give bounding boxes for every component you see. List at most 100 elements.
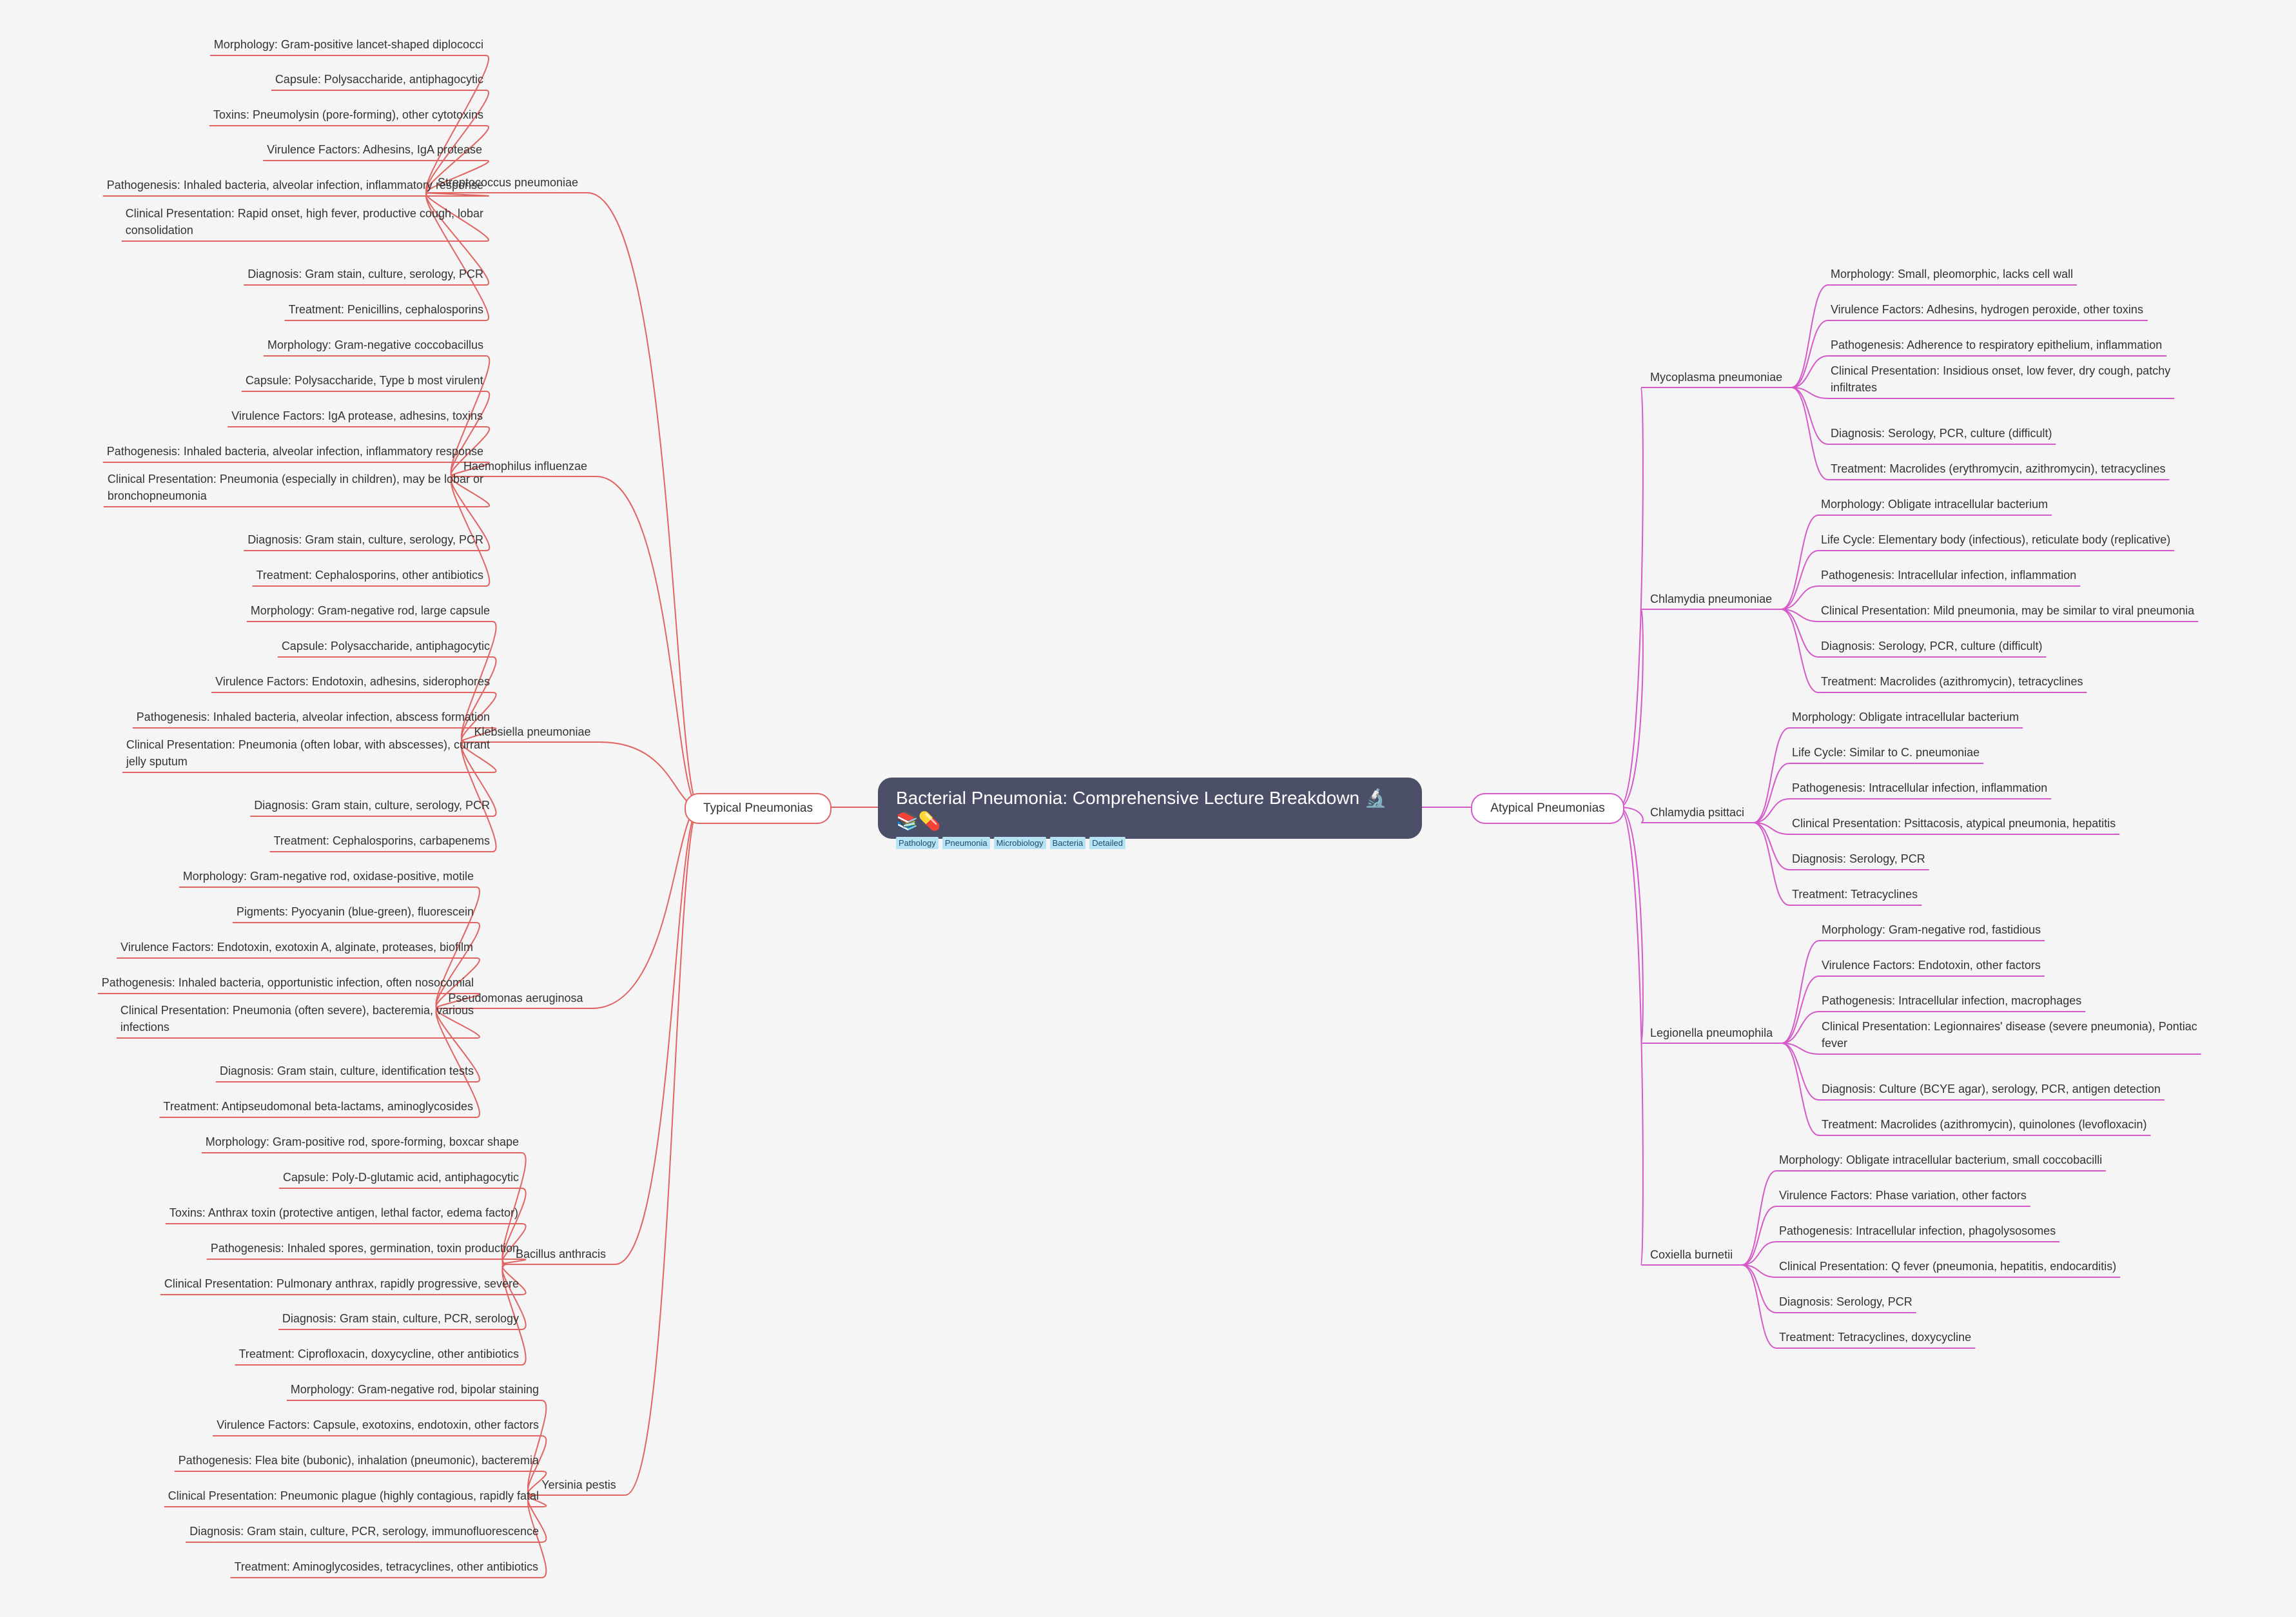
leaf-yersinia-pestis-1[interactable]: Virulence Factors: Capsule, exotoxins, e… (217, 1418, 539, 1431)
leaf-pseudomonas-aeruginosa-4[interactable]: Clinical Presentation: Pneumonia (often … (120, 1004, 474, 1034)
leaf-haemophilus-influenzae-1[interactable]: Capsule: Polysaccharide, Type b most vir… (245, 374, 483, 387)
edge-leaf-haemophilus-influenzae-2 (450, 426, 491, 477)
root-title: Bacterial Pneumonia: Comprehensive Lectu… (896, 788, 1387, 831)
leaf-chlamydia-pneumoniae-4[interactable]: Diagnosis: Serology, PCR, culture (diffi… (1821, 640, 2043, 652)
leaf-chlamydia-psittaci-5[interactable]: Treatment: Tetracyclines (1792, 888, 1918, 901)
leaf-coxiella-burnetii-1[interactable]: Virulence Factors: Phase variation, othe… (1779, 1189, 2027, 1202)
leaf-chlamydia-pneumoniae-0[interactable]: Morphology: Obligate intracellular bacte… (1821, 498, 2048, 511)
edge-leaf-legionella-pneumophila-4 (1782, 1043, 1820, 1101)
leaf-chlamydia-psittaci-1[interactable]: Life Cycle: Similar to C. pneumoniae (1792, 746, 1980, 759)
leaf-mycoplasma-pneumoniae-1[interactable]: Virulence Factors: Adhesins, hydrogen pe… (1831, 303, 2143, 316)
leaf-chlamydia-pneumoniae-3[interactable]: Clinical Presentation: Mild pneumonia, m… (1821, 604, 2195, 617)
leaf-streptococcus-pneumoniae-1[interactable]: Capsule: Polysaccharide, antiphagocytic (275, 73, 483, 86)
leaf-pseudomonas-aeruginosa-1[interactable]: Pigments: Pyocyanin (blue-green), fluore… (236, 905, 474, 918)
edge-typical-pseudomonas-aeruginosa (592, 807, 700, 1009)
leaf-bacillus-anthracis-0[interactable]: Morphology: Gram-positive rod, spore-for… (205, 1135, 519, 1148)
leaf-klebsiella-pneumoniae-3[interactable]: Pathogenesis: Inhaled bacteria, alveolar… (136, 710, 490, 723)
leaf-mycoplasma-pneumoniae-5[interactable]: Treatment: Macrolides (erythromycin, azi… (1831, 462, 2166, 475)
leaf-mycoplasma-pneumoniae-4[interactable]: Diagnosis: Serology, PCR, culture (diffi… (1831, 427, 2052, 440)
tag-pathology[interactable]: Pathology (896, 837, 939, 849)
edge-leaf-chlamydia-psittaci-2 (1753, 798, 1790, 823)
leaf-yersinia-pestis-2[interactable]: Pathogenesis: Flea bite (bubonic), inhal… (178, 1454, 539, 1467)
edge-leaf-coxiella-burnetii-5 (1741, 1264, 1777, 1349)
leaf-klebsiella-pneumoniae-5[interactable]: Diagnosis: Gram stain, culture, serology… (254, 799, 490, 812)
group-yersinia-pestis[interactable]: Yersinia pestis (541, 1478, 616, 1491)
tag-detailed[interactable]: Detailed (1089, 837, 1125, 849)
tag-microbiology[interactable]: Microbiology (993, 837, 1046, 849)
leaf-haemophilus-influenzae-3[interactable]: Pathogenesis: Inhaled bacteria, alveolar… (106, 445, 483, 458)
root-topic[interactable]: Bacterial Pneumonia: Comprehensive Lectu… (878, 778, 1422, 849)
group-haemophilus-influenzae[interactable]: Haemophilus influenzae (463, 460, 588, 473)
leaf-coxiella-burnetii-5[interactable]: Treatment: Tetracyclines, doxycycline (1779, 1331, 1972, 1344)
leaf-coxiella-burnetii-0[interactable]: Morphology: Obligate intracellular bacte… (1779, 1153, 2103, 1166)
leaf-haemophilus-influenzae-6[interactable]: Treatment: Cephalosporins, other antibio… (256, 569, 483, 582)
leaf-mycoplasma-pneumoniae-3[interactable]: Clinical Presentation: Insidious onset, … (1831, 364, 2171, 394)
leaf-bacillus-anthracis-5[interactable]: Diagnosis: Gram stain, culture, PCR, ser… (282, 1312, 519, 1325)
group-coxiella-burnetii[interactable]: Coxiella burnetii (1650, 1248, 1733, 1261)
leaf-coxiella-burnetii-2[interactable]: Pathogenesis: Intracellular infection, p… (1779, 1224, 2056, 1237)
leaf-pseudomonas-aeruginosa-2[interactable]: Virulence Factors: Endotoxin, exotoxin A… (121, 941, 474, 954)
leaf-haemophilus-influenzae-0[interactable]: Morphology: Gram-negative coccobacillus (267, 338, 483, 351)
group-bacillus-anthracis[interactable]: Bacillus anthracis (515, 1248, 607, 1260)
leaf-bacillus-anthracis-3[interactable]: Pathogenesis: Inhaled spores, germinatio… (210, 1242, 519, 1255)
atypical-pneumonias-topic[interactable]: Atypical Pneumonias (1471, 793, 1624, 824)
leaf-chlamydia-psittaci-4[interactable]: Diagnosis: Serology, PCR (1792, 852, 1925, 865)
leaf-chlamydia-pneumoniae-1[interactable]: Life Cycle: Elementary body (infectious)… (1821, 533, 2171, 546)
leaf-haemophilus-influenzae-4[interactable]: Clinical Presentation: Pneumonia (especi… (107, 473, 483, 502)
leaf-streptococcus-pneumoniae-3[interactable]: Virulence Factors: Adhesins, IgA proteas… (267, 143, 483, 156)
leaf-pseudomonas-aeruginosa-6[interactable]: Treatment: Antipseudomonal beta-lactams,… (163, 1100, 473, 1113)
edge-leaf-klebsiella-pneumoniae-3 (461, 727, 497, 743)
leaf-mycoplasma-pneumoniae-0[interactable]: Morphology: Small, pleomorphic, lacks ce… (1831, 268, 2074, 280)
leaf-pseudomonas-aeruginosa-5[interactable]: Diagnosis: Gram stain, culture, identifi… (219, 1064, 474, 1077)
tag-bacteria[interactable]: Bacteria (1049, 837, 1086, 849)
edge-leaf-mycoplasma-pneumoniae-2 (1791, 355, 1829, 388)
leaf-streptococcus-pneumoniae-2[interactable]: Toxins: Pneumolysin (pore-forming), othe… (213, 108, 483, 121)
group-streptococcus-pneumoniae[interactable]: Streptococcus pneumoniae (437, 176, 579, 189)
leaf-legionella-pneumophila-1[interactable]: Virulence Factors: Endotoxin, other fact… (1822, 959, 2041, 972)
leaf-chlamydia-psittaci-0[interactable]: Morphology: Obligate intracellular bacte… (1792, 710, 2019, 723)
leaf-bacillus-anthracis-6[interactable]: Treatment: Ciprofloxacin, doxycycline, o… (238, 1348, 519, 1360)
leaf-pseudomonas-aeruginosa-0[interactable]: Morphology: Gram-negative rod, oxidase-p… (182, 870, 474, 883)
leaf-streptococcus-pneumoniae-6[interactable]: Diagnosis: Gram stain, culture, serology… (248, 268, 483, 280)
leaf-haemophilus-influenzae-5[interactable]: Diagnosis: Gram stain, culture, serology… (248, 533, 483, 546)
leaf-streptococcus-pneumoniae-0[interactable]: Morphology: Gram-positive lancet-shaped … (213, 38, 483, 51)
leaf-chlamydia-psittaci-3[interactable]: Clinical Presentation: Psittacosis, atyp… (1792, 817, 2116, 830)
leaf-yersinia-pestis-3[interactable]: Clinical Presentation: Pneumonic plague … (168, 1489, 539, 1502)
leaf-chlamydia-pneumoniae-2[interactable]: Pathogenesis: Intracellular infection, i… (1821, 569, 2077, 582)
leaf-legionella-pneumophila-4[interactable]: Diagnosis: Culture (BCYE agar), serology… (1822, 1083, 2161, 1095)
leaf-yersinia-pestis-5[interactable]: Treatment: Aminoglycosides, tetracycline… (234, 1560, 538, 1573)
leaf-klebsiella-pneumoniae-2[interactable]: Virulence Factors: Endotoxin, adhesins, … (215, 675, 490, 688)
leaf-legionella-pneumophila-2[interactable]: Pathogenesis: Intracellular infection, m… (1822, 994, 2082, 1007)
leaf-yersinia-pestis-0[interactable]: Morphology: Gram-negative rod, bipolar s… (290, 1383, 539, 1396)
group-klebsiella-pneumoniae[interactable]: Klebsiella pneumoniae (474, 725, 591, 738)
group-pseudomonas-aeruginosa[interactable]: Pseudomonas aeruginosa (448, 992, 583, 1004)
leaf-streptococcus-pneumoniae-5[interactable]: Clinical Presentation: Rapid onset, high… (125, 207, 483, 237)
leaf-legionella-pneumophila-0[interactable]: Morphology: Gram-negative rod, fastidiou… (1822, 923, 2041, 936)
leaf-legionella-pneumophila-3[interactable]: Clinical Presentation: Legionnaires' dis… (1822, 1020, 2197, 1050)
group-chlamydia-psittaci[interactable]: Chlamydia psittaci (1650, 806, 1745, 819)
leaf-pseudomonas-aeruginosa-3[interactable]: Pathogenesis: Inhaled bacteria, opportun… (101, 976, 474, 989)
leaf-bacillus-anthracis-2[interactable]: Toxins: Anthrax toxin (protective antige… (169, 1206, 519, 1219)
leaf-klebsiella-pneumoniae-6[interactable]: Treatment: Cephalosporins, carbapenems (273, 834, 490, 847)
typical-pneumonias-topic[interactable]: Typical Pneumonias (685, 793, 832, 824)
leaf-chlamydia-psittaci-2[interactable]: Pathogenesis: Intracellular infection, i… (1792, 781, 2048, 794)
leaf-klebsiella-pneumoniae-0[interactable]: Morphology: Gram-negative rod, large cap… (250, 604, 490, 617)
leaf-bacillus-anthracis-1[interactable]: Capsule: Poly-D-glutamic acid, antiphago… (282, 1171, 519, 1184)
leaf-bacillus-anthracis-4[interactable]: Clinical Presentation: Pulmonary anthrax… (164, 1277, 519, 1290)
leaf-haemophilus-influenzae-2[interactable]: Virulence Factors: IgA protease, adhesin… (231, 409, 483, 422)
leaf-klebsiella-pneumoniae-4[interactable]: Clinical Presentation: Pneumonia (often … (126, 738, 490, 768)
group-legionella-pneumophila[interactable]: Legionella pneumophila (1650, 1026, 1773, 1039)
leaf-mycoplasma-pneumoniae-2[interactable]: Pathogenesis: Adherence to respiratory e… (1831, 338, 2163, 351)
leaf-coxiella-burnetii-4[interactable]: Diagnosis: Serology, PCR (1779, 1295, 1912, 1308)
leaf-klebsiella-pneumoniae-1[interactable]: Capsule: Polysaccharide, antiphagocytic (281, 640, 490, 652)
leaf-streptococcus-pneumoniae-4[interactable]: Pathogenesis: Inhaled bacteria, alveolar… (106, 179, 483, 191)
tag-pneumonia[interactable]: Pneumonia (942, 837, 990, 849)
leaf-legionella-pneumophila-5[interactable]: Treatment: Macrolides (azithromycin), qu… (1822, 1118, 2147, 1131)
leaf-streptococcus-pneumoniae-7[interactable]: Treatment: Penicillins, cephalosporins (288, 303, 483, 316)
group-chlamydia-pneumoniae[interactable]: Chlamydia pneumoniae (1650, 593, 1773, 605)
leaf-chlamydia-pneumoniae-5[interactable]: Treatment: Macrolides (azithromycin), te… (1821, 675, 2083, 688)
leaf-coxiella-burnetii-3[interactable]: Clinical Presentation: Q fever (pneumoni… (1779, 1260, 2117, 1273)
group-mycoplasma-pneumoniae[interactable]: Mycoplasma pneumoniae (1650, 371, 1783, 384)
leaf-yersinia-pestis-4[interactable]: Diagnosis: Gram stain, culture, PCR, ser… (190, 1525, 539, 1538)
